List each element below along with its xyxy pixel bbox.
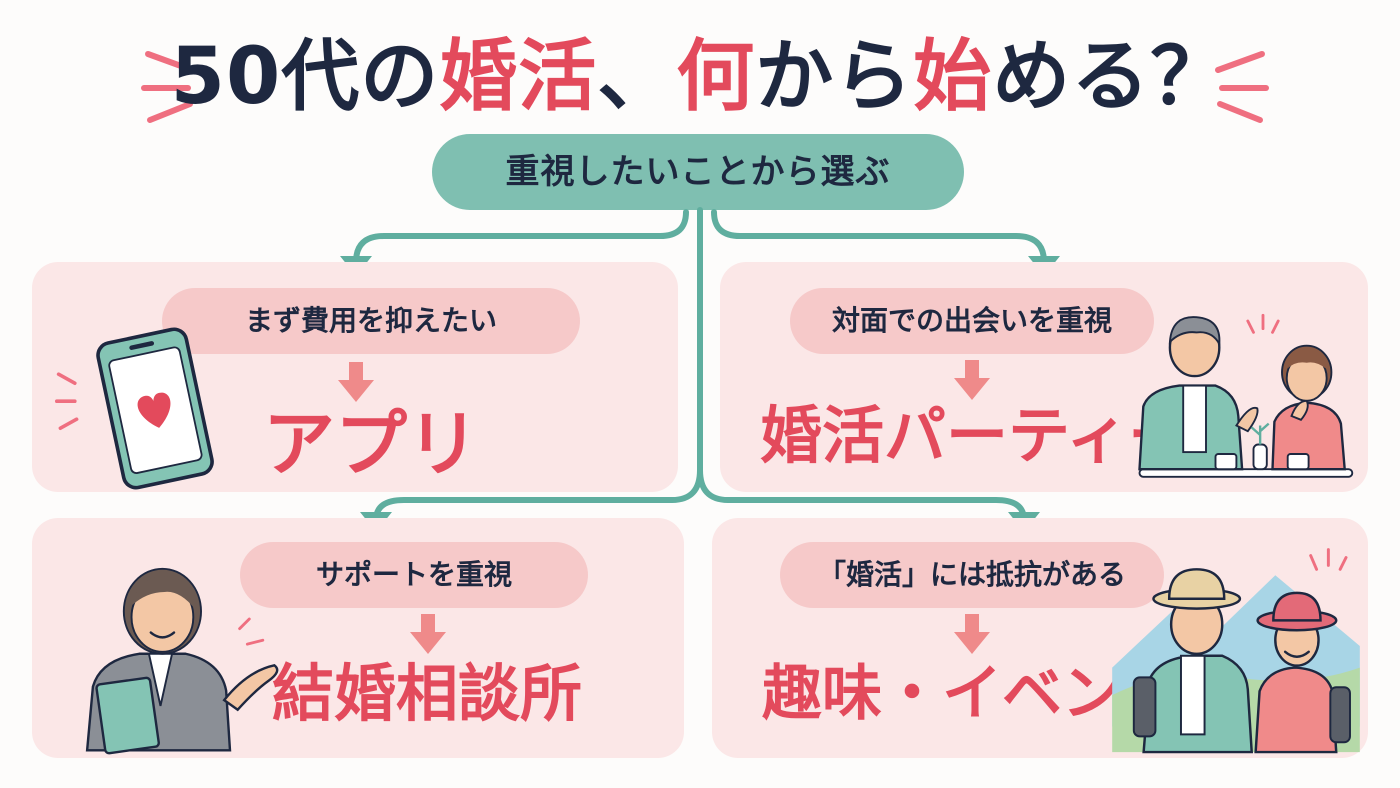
option-card-party: 対面での出会いを重視 婚活パーティー (720, 262, 1368, 492)
page-title: 50代の婚活、何から始める？ (0, 22, 1400, 132)
condition-pill: まず費用を抑えたい (162, 288, 580, 354)
title-separator: 、 (597, 32, 677, 122)
connector-to-app (353, 209, 689, 265)
condition-pill: 「婚活」には抵抗がある (780, 542, 1164, 608)
title-word-konkatsu: 婚活 (439, 32, 598, 122)
connector-to-party (711, 209, 1047, 265)
option-card-agency: サポートを重視 結婚相談所 (32, 518, 684, 758)
title-word-hajime: 始 (913, 32, 993, 122)
root-node: 重視したいことから選ぶ (432, 134, 964, 210)
option-card-hobby: 「婚活」には抵抗がある 趣味・イベント (712, 518, 1368, 758)
result-party: 婚活パーティー (760, 399, 1191, 472)
title-prefix: 50代の (170, 32, 440, 122)
advisor-woman-illustration (85, 567, 279, 755)
result-agency: 結婚相談所 (271, 657, 582, 730)
option-card-app: まず費用を抑えたい アプリ (32, 262, 678, 492)
arrow-down-icon (954, 614, 990, 654)
sparkle-left-icon (141, 51, 195, 123)
sparkle-right-icon (1215, 51, 1269, 123)
arrow-down-icon (338, 362, 374, 402)
arrow-down-icon (954, 360, 990, 400)
condition-pill: 対面での出会いを重視 (790, 288, 1154, 354)
hiking-couple-illustration (1112, 548, 1360, 754)
condition-pill: サポートを重視 (240, 542, 588, 608)
arrow-down-icon (410, 614, 446, 654)
title-middle: から (755, 32, 914, 122)
title-suffix: める？ (992, 32, 1230, 122)
result-app: アプリ (262, 402, 479, 486)
result-hobby: 趣味・イベント (762, 659, 1182, 729)
couple-cafe-illustration (1138, 313, 1354, 478)
title-word-nani: 何 (676, 32, 756, 122)
smartphone-heart-icon (55, 327, 214, 490)
